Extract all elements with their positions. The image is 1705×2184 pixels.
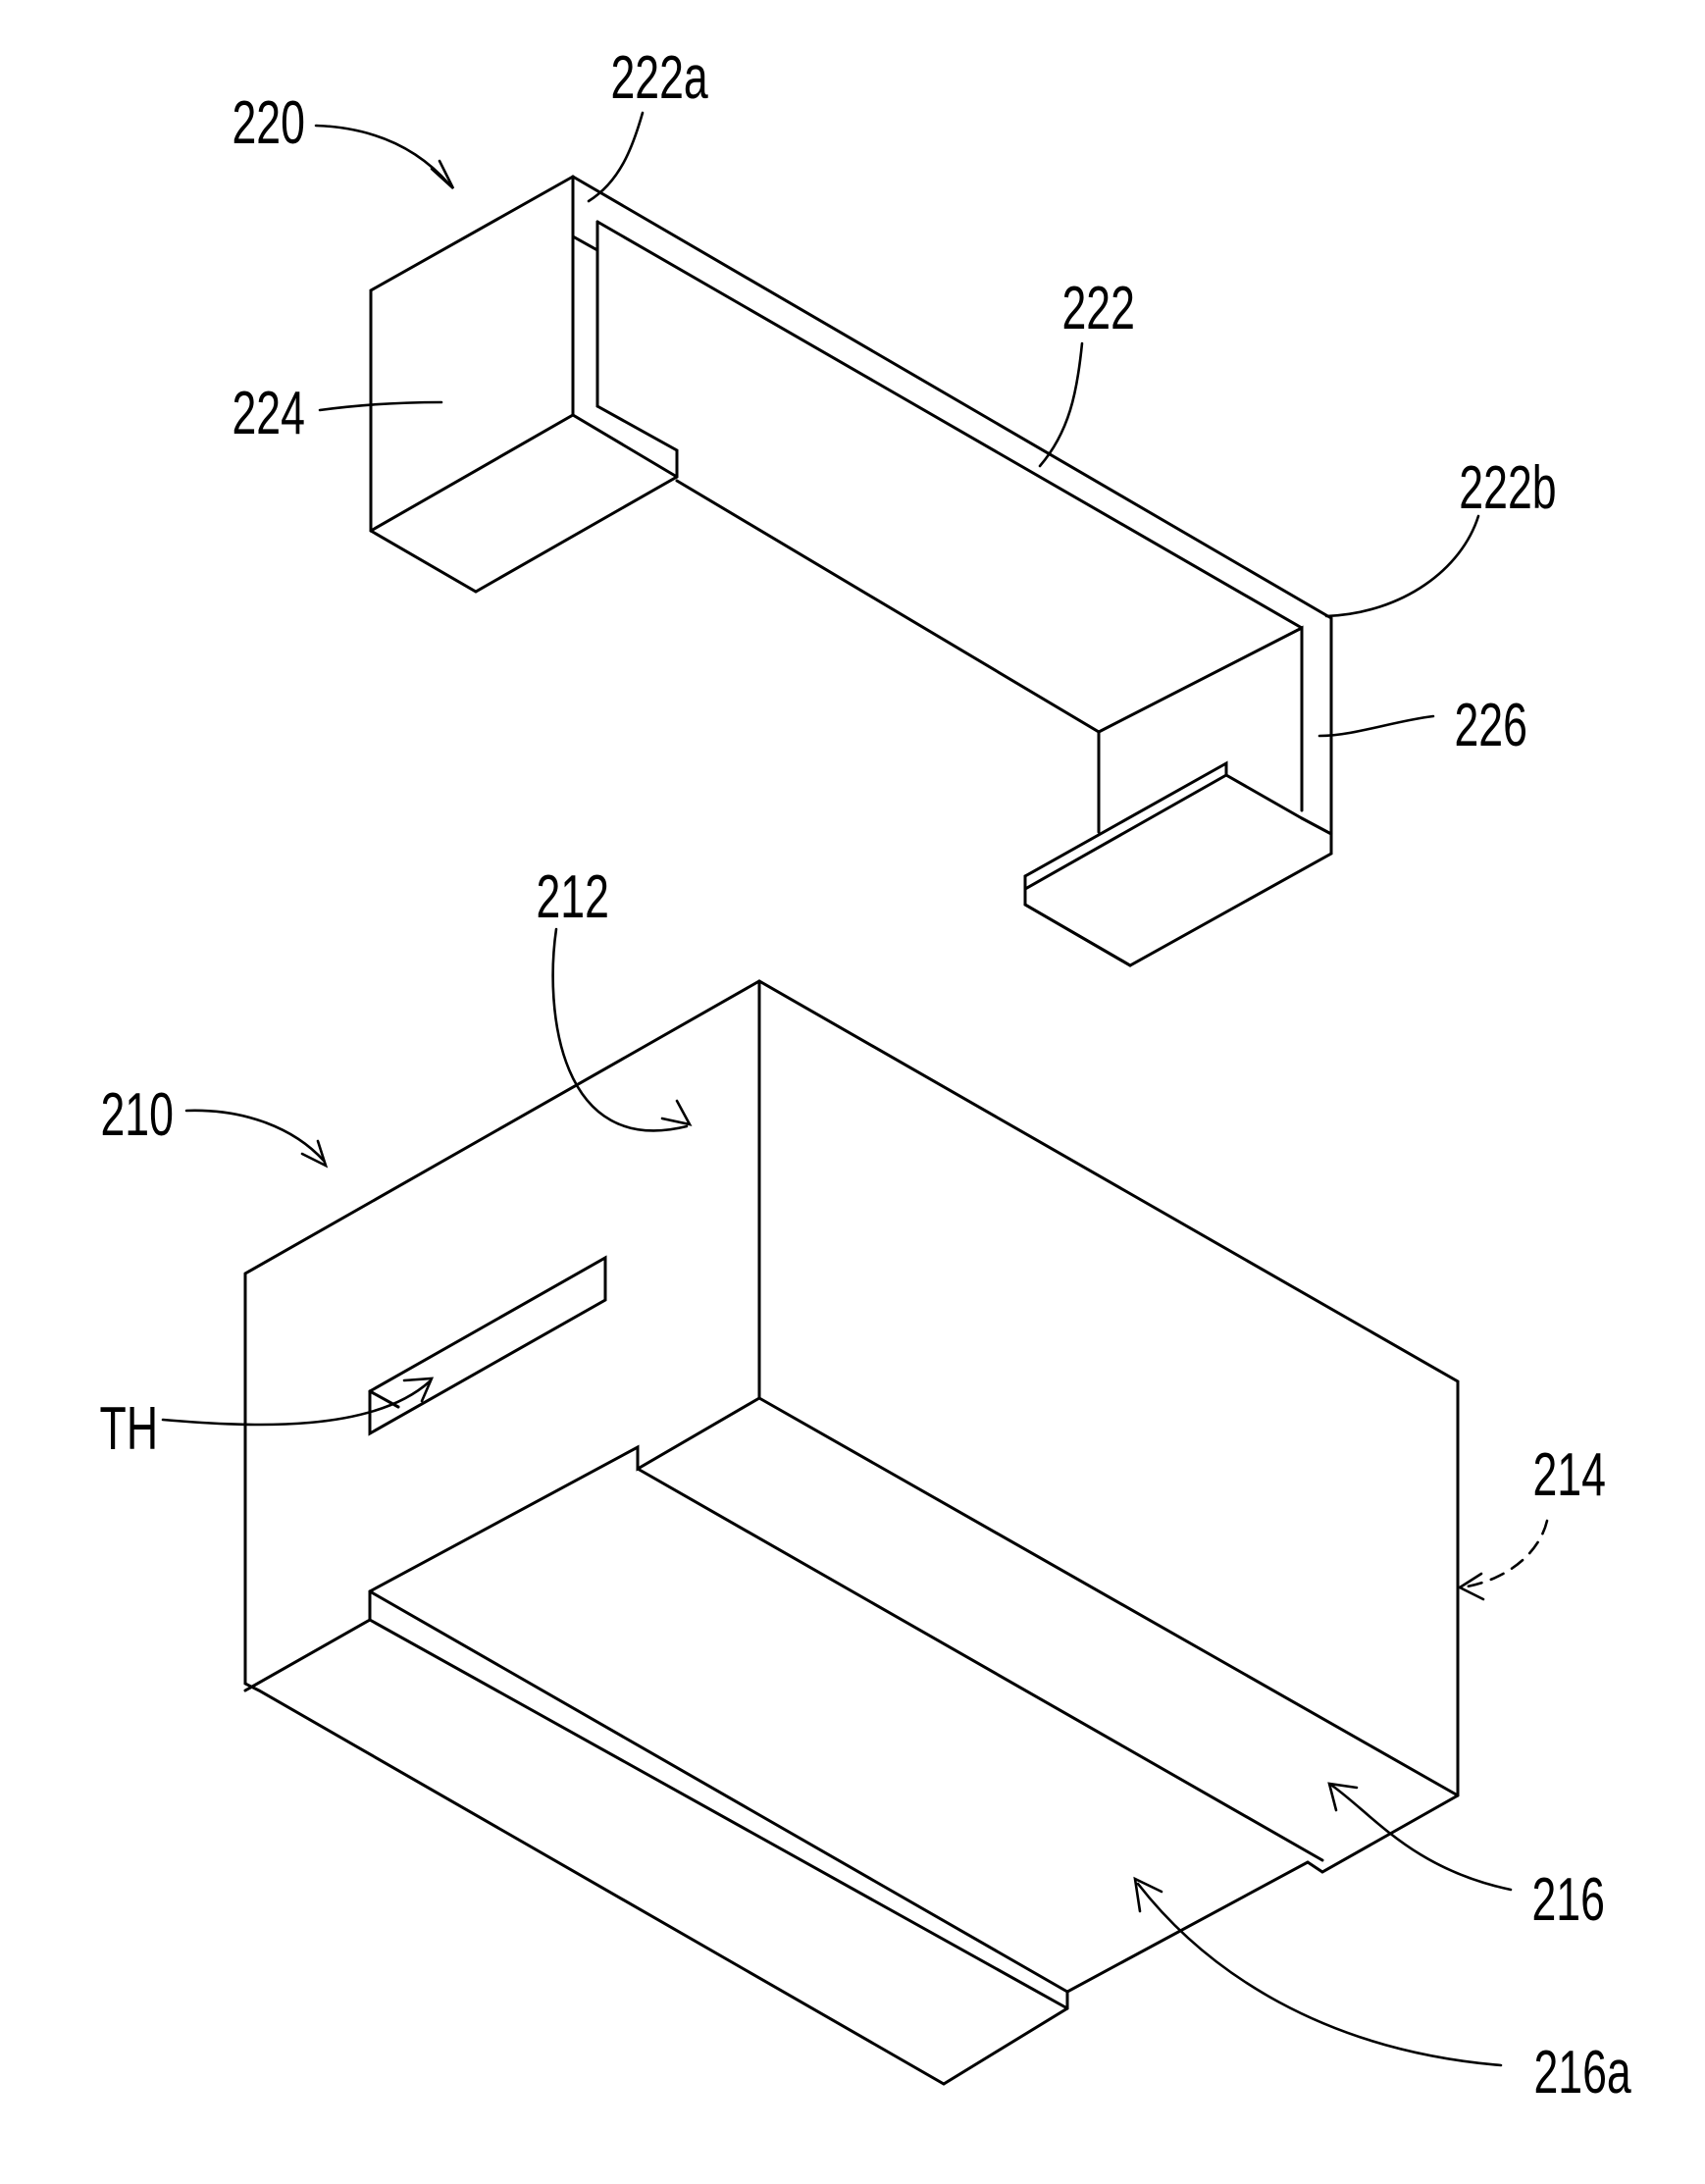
bar-222-inner-edge bbox=[597, 222, 1302, 628]
leader-222b bbox=[1326, 516, 1478, 616]
label-th: TH bbox=[100, 1395, 159, 1463]
leader-224 bbox=[320, 402, 441, 410]
leader-216 bbox=[1332, 1786, 1511, 1890]
block-226-side-edge bbox=[1302, 818, 1331, 834]
lower-body-210 bbox=[245, 981, 1458, 2084]
block-226-outline bbox=[1025, 618, 1331, 965]
leader-216a bbox=[1138, 1884, 1501, 2065]
body-inner-rail bbox=[638, 1469, 1322, 1860]
leader-220 bbox=[316, 126, 449, 184]
upper-part-220 bbox=[371, 177, 1331, 965]
slot-th bbox=[370, 1258, 605, 1433]
body-outline bbox=[245, 981, 1458, 2084]
label-212: 212 bbox=[536, 863, 608, 931]
leader-222 bbox=[1040, 343, 1082, 466]
arrow-212-icon bbox=[662, 1101, 690, 1124]
block-226-top-edge bbox=[1025, 775, 1226, 889]
leader-226 bbox=[1319, 716, 1433, 736]
block-224-outline bbox=[371, 177, 677, 592]
label-222a: 222a bbox=[610, 44, 708, 112]
groove-rail-top bbox=[370, 1591, 1067, 1992]
leader-lines bbox=[163, 113, 1547, 2065]
label-214: 214 bbox=[1532, 1441, 1605, 1509]
body-inner-step bbox=[245, 1398, 759, 1690]
reference-labels: 220 222a 222 224 222b 226 212 210 TH 214… bbox=[100, 44, 1632, 2106]
label-210: 210 bbox=[100, 1081, 173, 1149]
bar-222-top-edge bbox=[573, 177, 1331, 618]
bar-222-lower-edge bbox=[677, 481, 1099, 832]
label-222b: 222b bbox=[1459, 454, 1556, 522]
block-224-top-edge bbox=[371, 415, 677, 531]
leader-212 bbox=[553, 929, 687, 1130]
label-216a: 216a bbox=[1533, 2039, 1631, 2106]
bar-222-end-face bbox=[1099, 628, 1302, 810]
label-224: 224 bbox=[232, 380, 304, 447]
label-220: 220 bbox=[232, 89, 304, 157]
block-226-front-edge bbox=[1025, 905, 1130, 965]
label-216: 216 bbox=[1531, 1866, 1604, 1934]
arrow-220-icon bbox=[432, 161, 453, 188]
label-222: 222 bbox=[1061, 275, 1134, 342]
leader-222a bbox=[589, 113, 643, 201]
label-226: 226 bbox=[1454, 692, 1526, 759]
